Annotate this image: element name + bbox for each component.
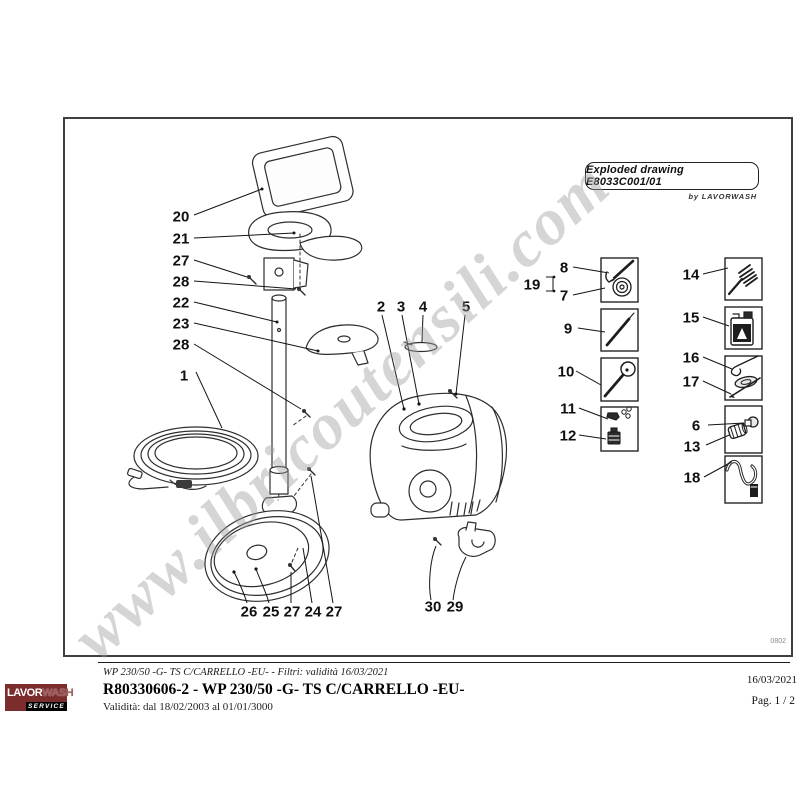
wing-bracket-part — [305, 324, 379, 366]
legend-box-nozzle-bottle — [600, 406, 639, 452]
suction-hose-icon — [724, 459, 758, 497]
callout-28-a: 28 — [172, 273, 190, 291]
drawing-frame — [63, 117, 793, 657]
legend-box-detergent — [724, 306, 763, 350]
logo-lavor-text: LAVOR — [7, 687, 43, 699]
legend-box-connectors — [724, 405, 763, 454]
footer-code-line: R80330606-2 - WP 230/50 -G- TS C/CARRELL… — [103, 681, 465, 698]
legend-num-12: 12 — [559, 427, 577, 445]
callout-30: 30 — [424, 598, 442, 616]
callout-5: 5 — [461, 298, 471, 316]
gasket-part — [404, 341, 438, 353]
legend-num-10: 10 — [557, 363, 575, 381]
footer-date: 16/03/2021 — [746, 674, 797, 686]
detergent-tank-icon — [730, 311, 754, 346]
legend-num-14: 14 — [682, 266, 700, 284]
callout-20: 20 — [172, 208, 190, 226]
lance-icon — [605, 312, 635, 347]
drawing-byline: by LAVORWASH — [688, 192, 757, 201]
footer-validity-line: Validità: dal 18/02/2003 al 01/01/3000 — [103, 701, 273, 713]
callout-22: 22 — [172, 294, 190, 312]
callout-28-b: 28 — [172, 336, 190, 354]
machine-body-part — [369, 392, 508, 521]
callout-23: 23 — [172, 315, 190, 333]
nozzle-bottle-icon — [606, 406, 632, 445]
callout-3: 3 — [396, 298, 406, 316]
footer-divider — [98, 662, 790, 663]
footer-page-number: Pag. 1 / 2 — [751, 695, 795, 707]
callout-2: 2 — [376, 298, 386, 316]
callout-21: 21 — [172, 230, 190, 248]
handle-part — [248, 211, 363, 291]
callout-27-a: 27 — [172, 252, 190, 270]
legend-num-9: 9 — [563, 320, 573, 338]
legend-box-lance — [600, 308, 639, 352]
legend-box-hose-gun — [600, 257, 639, 303]
legend-num-11: 11 — [560, 400, 576, 418]
legend-box-turbo — [600, 357, 639, 402]
callout-27-c: 27 — [283, 603, 301, 621]
hook-filter-icon — [729, 355, 761, 398]
legend-box-hook-filter — [724, 355, 763, 401]
legend-num-15: 15 — [682, 309, 700, 327]
callout-26: 26 — [240, 603, 258, 621]
callout-1: 1 — [179, 367, 189, 385]
legend-num-18: 18 — [683, 469, 701, 487]
hose-reel-gun-icon — [605, 259, 635, 297]
footer-model-line: WP 230/50 -G- TS C/CARRELLO -EU- - Filtr… — [103, 667, 389, 678]
sheet-code: 0802 — [770, 638, 786, 645]
wheel-part — [204, 510, 330, 602]
legend-num-17: 17 — [682, 373, 700, 391]
hose-coil-part — [127, 426, 259, 490]
exploded-drawing-title-box: Exploded drawing E8033C001/01 — [585, 162, 759, 190]
legend-box-brush — [724, 257, 763, 301]
legend-num-8: 8 — [559, 259, 569, 277]
panel-part — [251, 135, 354, 219]
brush-icon — [727, 264, 758, 296]
callout-27-d: 27 — [325, 603, 343, 621]
legend-num-6: 6 — [691, 417, 701, 435]
logo-service-badge: SERVICE — [26, 702, 67, 711]
legend-box-suction-hose — [724, 455, 763, 504]
callout-25: 25 — [262, 603, 280, 621]
legend-num-13: 13 — [683, 438, 701, 456]
callout-29: 29 — [446, 598, 464, 616]
legend-num-19: 19 — [523, 276, 541, 294]
turbo-lance-icon — [603, 361, 636, 398]
callout-24: 24 — [304, 603, 322, 621]
logo-wash-text: WASH — [42, 687, 74, 699]
clamp-part — [457, 521, 496, 558]
screw-parts — [247, 275, 458, 572]
callout-4: 4 — [418, 298, 428, 316]
legend-num-16: 16 — [682, 349, 700, 367]
legend-num-7: 7 — [559, 287, 569, 305]
connectors-icon — [727, 416, 759, 440]
